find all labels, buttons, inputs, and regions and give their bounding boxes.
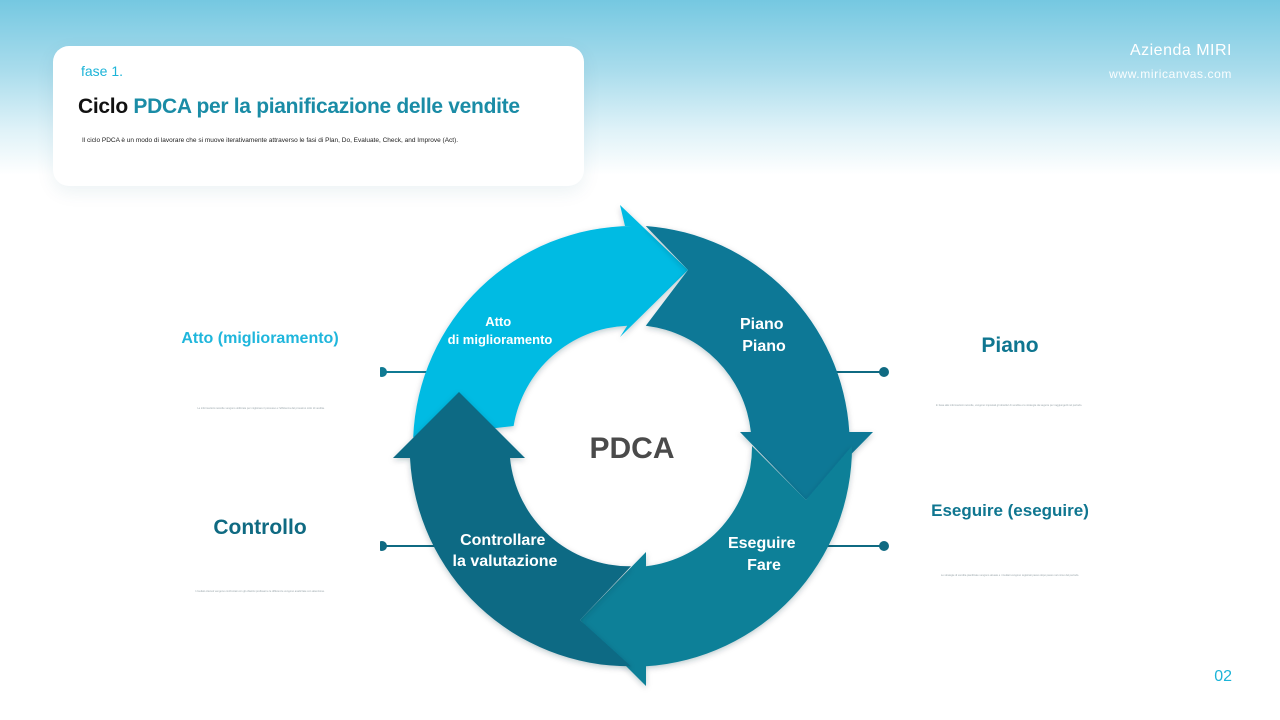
brand-url: www.miricanvas.com	[1109, 67, 1232, 81]
plan-label-line-1: Piano	[740, 316, 784, 333]
brand-name: Azienda MIRI	[1129, 42, 1232, 59]
page-number: 02	[1214, 668, 1232, 685]
title-prefix: Ciclo	[78, 95, 134, 118]
side-text-check: I risultati ottenuti vengono confrontati…	[195, 590, 325, 593]
page-title: Ciclo PDCA per la pianificazione delle v…	[78, 95, 520, 119]
check-label-line-1: Controllare	[460, 532, 545, 549]
phase-label: fase 1.	[81, 63, 124, 79]
act-segment-label: Atto di miglioramento	[448, 314, 553, 347]
check-segment-label: Controllare la valutazione	[453, 532, 558, 570]
side-title-act: Atto (miglioramento)	[181, 330, 339, 347]
check-arrow-shape	[393, 392, 631, 667]
act-label-line-1: Atto	[485, 314, 511, 329]
pdca-cycle-diagram: Atto di miglioramento Piano Piano Esegui…	[380, 205, 889, 686]
do-label-line-1: Eseguire	[728, 535, 796, 552]
do-segment-label: Eseguire Fare	[728, 535, 800, 574]
plan-arrow-shape	[645, 226, 873, 500]
page-subtitle: Il ciclo PDCA è un modo di lavorare che …	[82, 137, 459, 144]
side-text-do: Le strategie di vendita pianificate veng…	[940, 574, 1080, 577]
plan-label-line-2: Piano	[742, 338, 786, 355]
act-label-line-2: di miglioramento	[448, 332, 553, 347]
side-text-act: Le informazioni raccolte vengono utilizz…	[197, 407, 325, 410]
side-title-do: Eseguire (eseguire)	[931, 501, 1089, 520]
plan-segment-label: Piano Piano	[740, 316, 788, 355]
check-label-line-2: la valutazione	[453, 553, 558, 570]
side-text-plan: In base alle informazioni raccolte, veng…	[935, 404, 1083, 407]
cycle-center-label: PDCA	[589, 432, 674, 465]
do-label-line-2: Fare	[747, 557, 781, 574]
do-arrow-shape	[580, 446, 853, 686]
act-arrow-shape	[413, 205, 688, 438]
title-card: fase 1. Ciclo PDCA per la pianificazione…	[53, 46, 584, 186]
side-title-check: Controllo	[213, 516, 307, 539]
title-highlight: PDCA per la pianificazione delle vendite	[133, 95, 520, 118]
side-title-plan: Piano	[981, 334, 1039, 357]
connector-do	[820, 541, 889, 551]
